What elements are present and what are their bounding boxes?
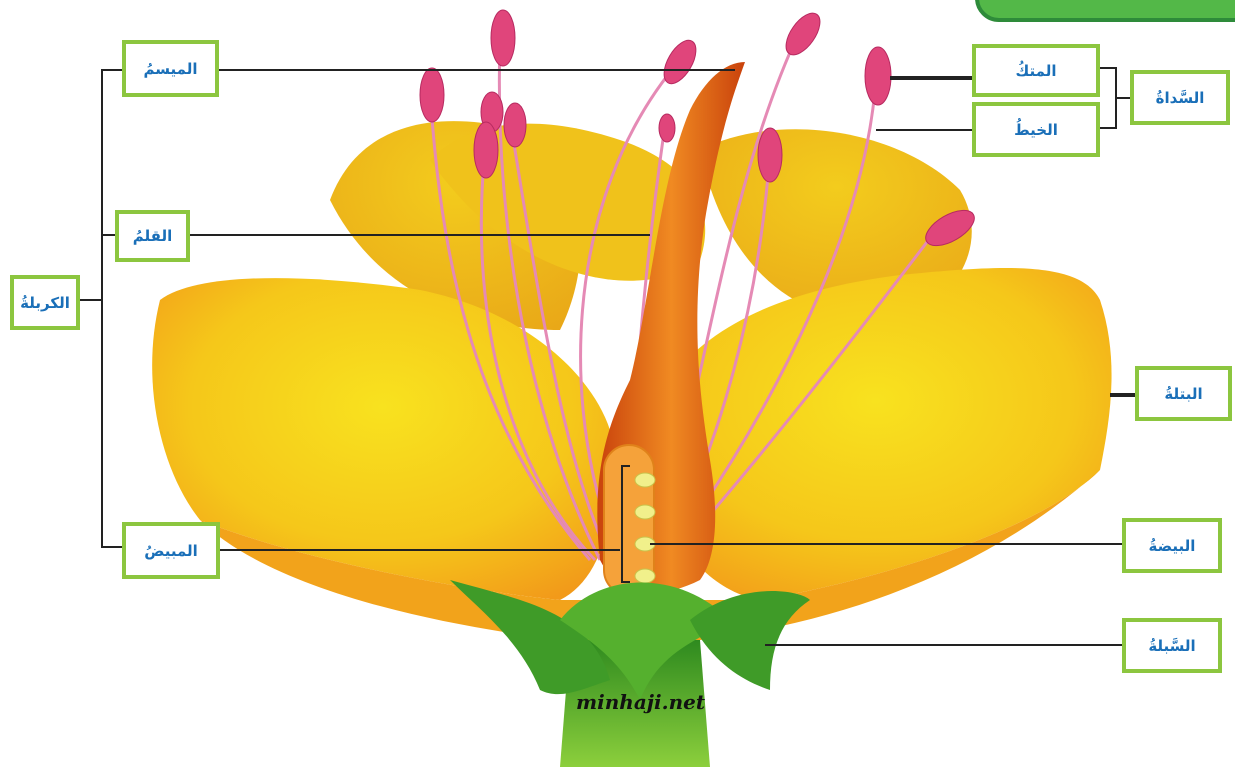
label-filament: الخيطُ bbox=[972, 102, 1100, 157]
label-ovule: البيضةُ bbox=[1122, 518, 1222, 573]
label-sepal: السَّبلةُ bbox=[1122, 618, 1222, 673]
label-stamen: السَّداةُ bbox=[1130, 70, 1230, 125]
label-petal: البتلةُ bbox=[1135, 366, 1232, 421]
corner-tab bbox=[975, 0, 1235, 22]
label-carpel: الكربلةُ bbox=[10, 275, 80, 330]
label-style: القلمُ bbox=[115, 210, 190, 262]
label-stigma: الميسمُ bbox=[122, 40, 219, 97]
label-ovary: المبيضُ bbox=[122, 522, 220, 579]
label-anther: المتكُ bbox=[972, 44, 1100, 97]
watermark: minhaji.net bbox=[576, 690, 705, 714]
